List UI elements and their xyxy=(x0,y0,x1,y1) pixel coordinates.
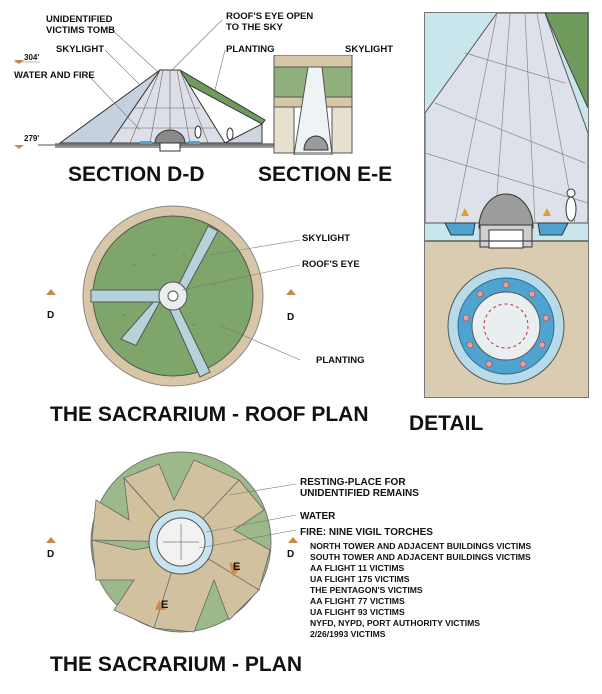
torch-list-item: UA FLIGHT 93 VICTIMS xyxy=(310,607,405,617)
section-ee-title: SECTION E-E xyxy=(258,163,393,186)
roof-plan-title: THE SACRARIUM - ROOF PLAN xyxy=(50,403,369,426)
label-resting-place: RESTING-PLACE FOR UNIDENTIFIED REMAINS xyxy=(300,477,419,499)
torch-victims-list: NORTH TOWER AND ADJACENT BUILDINGS VICTI… xyxy=(310,541,600,656)
elevation-279: 279' xyxy=(24,134,40,143)
detail-title: DETAIL xyxy=(409,412,484,435)
skylight-arm xyxy=(90,289,170,303)
section-marker-icon xyxy=(46,537,56,543)
vigil-torches xyxy=(462,281,550,368)
label-skylight-roof: SKYLIGHT xyxy=(302,233,351,244)
detail-svg xyxy=(425,13,588,385)
roof-plan-drawing xyxy=(34,195,314,395)
label-skylight-dd: SKYLIGHT xyxy=(56,44,105,55)
detail-dome xyxy=(478,193,534,229)
torch-list-item: NORTH TOWER AND ADJACENT BUILDINGS VICTI… xyxy=(310,541,532,551)
elevation-304: 304' xyxy=(24,53,40,62)
torch-list-item: 2/26/1993 VICTIMS xyxy=(310,629,386,639)
section-dd-title: SECTION D-D xyxy=(68,163,205,186)
plan-title: THE SACRARIUM - PLAN xyxy=(50,653,302,676)
section-marker-icon xyxy=(286,289,296,295)
plan-drawing xyxy=(34,450,314,640)
section-marker-icon xyxy=(155,600,166,610)
section-marker-icon xyxy=(46,289,56,295)
torch-list-item: SOUTH TOWER AND ADJACENT BUILDINGS VICTI… xyxy=(310,552,531,562)
section-dd-drawing xyxy=(0,0,290,165)
torch-list-item: AA FLIGHT 77 VICTIMS xyxy=(310,596,405,606)
torch-list-item: UA FLIGHT 175 VICTIMS xyxy=(310,574,410,584)
label-skylight-ee: SKYLIGHT xyxy=(345,44,394,55)
torch-flame-icon xyxy=(543,208,551,216)
torch-list-item: AA FLIGHT 11 VICTIMS xyxy=(310,563,405,573)
label-d-left-roof: D xyxy=(47,310,55,321)
elevation-marker-icon xyxy=(14,145,24,149)
label-roofs-eye-open: ROOF'S EYE OPEN TO THE SKY xyxy=(226,11,314,33)
section-marker-icon xyxy=(229,562,241,576)
label-fire: FIRE: NINE VIGIL TORCHES xyxy=(300,527,433,538)
label-e-top: E xyxy=(233,561,241,573)
section-dd-svg xyxy=(14,19,285,152)
label-unidentified-victims-tomb: UNIDENTIFIED VICTIMS TOMB xyxy=(46,14,115,36)
section-ee-svg xyxy=(273,54,353,156)
label-planting-roof: PLANTING xyxy=(316,355,365,366)
torch-list-item: THE PENTAGON'S VICTIMS xyxy=(310,585,423,595)
label-d-right-plan: D xyxy=(287,549,295,560)
torch-flame-icon xyxy=(461,208,469,216)
section-ee-drawing xyxy=(270,54,355,156)
torch-list-item: NYFD, NYPD, PORT AUTHORITY VICTIMS xyxy=(310,618,480,628)
label-roofs-eye: ROOF'S EYE xyxy=(302,259,360,270)
label-d-right-roof: D xyxy=(287,312,295,323)
tomb-dome xyxy=(154,129,186,144)
label-planting-dd: PLANTING xyxy=(226,44,275,55)
label-water-and-fire: WATER AND FIRE xyxy=(14,70,95,81)
label-e-bottom: E xyxy=(161,599,169,611)
plan-svg xyxy=(46,451,298,633)
roof-plan-svg xyxy=(46,205,301,387)
label-d-left-plan: D xyxy=(47,549,55,560)
detail-panel xyxy=(424,12,589,398)
section-marker-icon xyxy=(288,537,298,543)
label-water: WATER xyxy=(300,511,336,522)
